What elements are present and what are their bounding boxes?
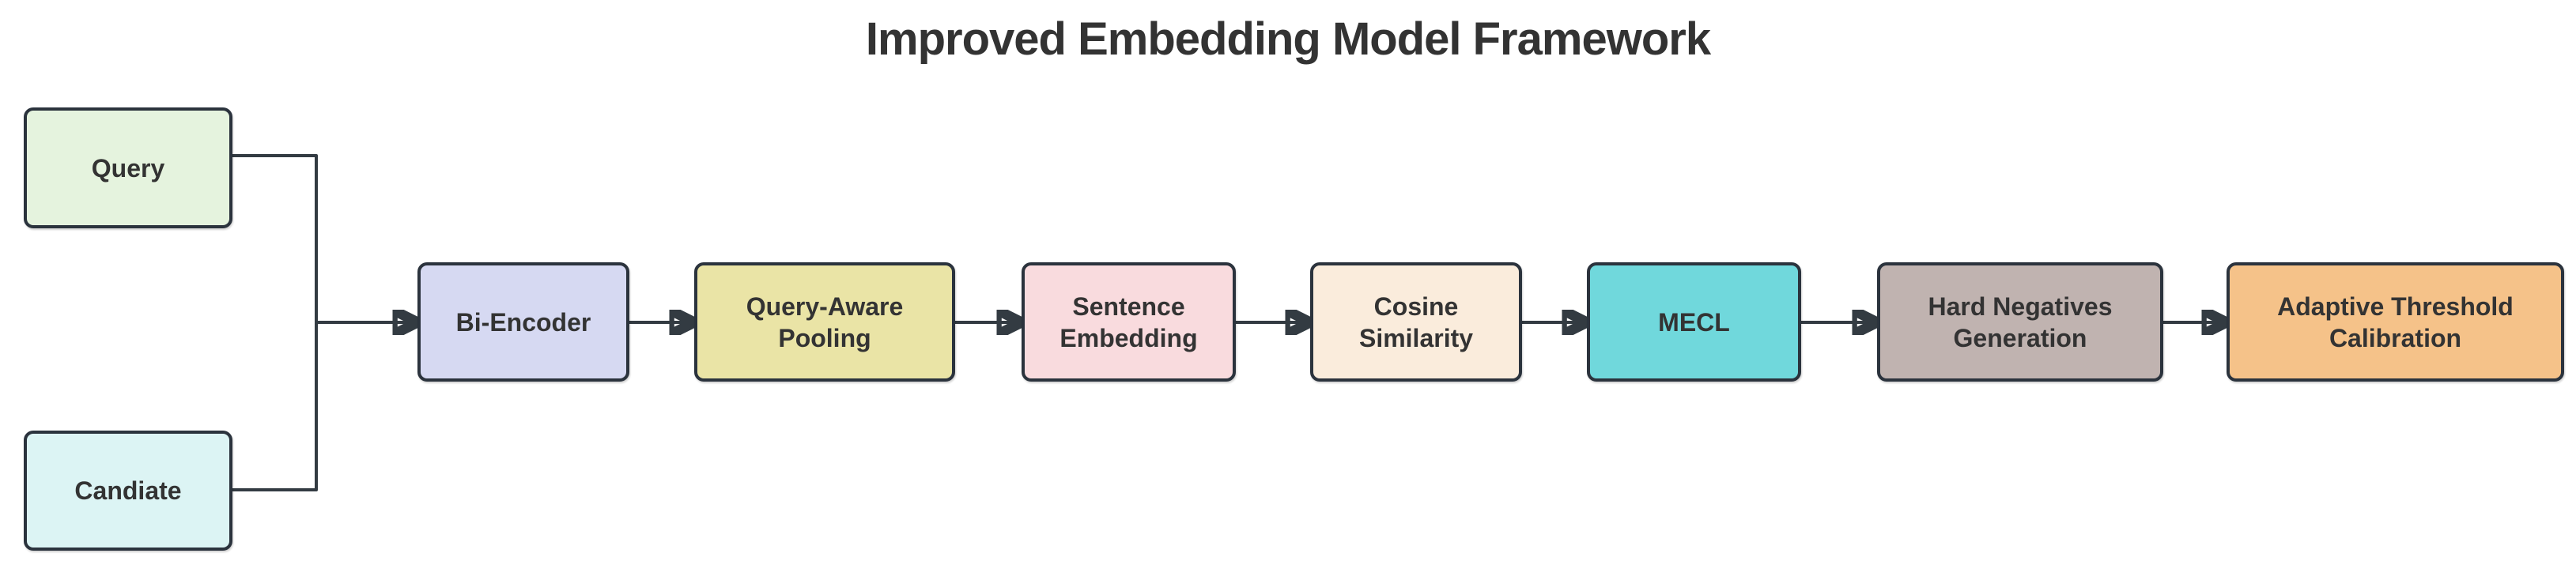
- node-adaptive-threshold-calibration-label: Adaptive Threshold Calibration: [2277, 292, 2514, 352]
- node-query-aware-pooling: Query-Aware Pooling: [694, 262, 955, 382]
- node-query-aware-pooling-label: Query-Aware Pooling: [746, 292, 904, 352]
- edge-query-candidate-junction: [232, 154, 318, 491]
- node-query-label: Query: [91, 153, 165, 183]
- node-mecl: MECL: [1587, 262, 1801, 382]
- node-bi-encoder: Bi-Encoder: [417, 262, 629, 382]
- node-candidate: Candiate: [24, 431, 232, 551]
- node-sentence-embedding: Sentence Embedding: [1022, 262, 1236, 382]
- node-candidate-label: Candiate: [74, 476, 182, 505]
- node-cosine-similarity: Cosine Similarity: [1310, 262, 1522, 382]
- node-sentence-embedding-label: Sentence Embedding: [1059, 292, 1198, 352]
- node-query: Query: [24, 107, 232, 228]
- node-cosine-similarity-label: Cosine Similarity: [1358, 292, 1474, 352]
- node-mecl-label: MECL: [1658, 307, 1730, 337]
- diagram-title: Improved Embedding Model Framework: [865, 13, 1711, 65]
- node-adaptive-threshold-calibration: Adaptive Threshold Calibration: [2227, 262, 2564, 382]
- node-hard-negatives-generation: Hard Negatives Generation: [1877, 262, 2163, 382]
- node-bi-encoder-label: Bi-Encoder: [455, 307, 591, 337]
- node-hard-negatives-generation-label: Hard Negatives Generation: [1928, 292, 2113, 352]
